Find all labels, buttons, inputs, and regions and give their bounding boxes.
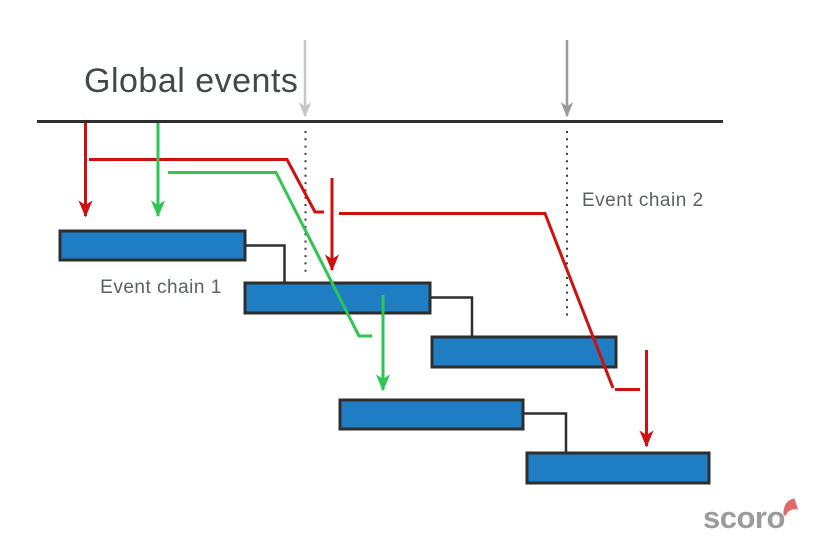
red-event-chain-path xyxy=(89,158,640,391)
task-bar-1 xyxy=(58,229,247,262)
page-title: Global events xyxy=(84,62,299,100)
task-bar-2 xyxy=(243,281,432,315)
task-connector-1 xyxy=(245,244,286,283)
event-chain-1-label: Event chain 1 xyxy=(100,277,222,298)
event-chain-2-label: Event chain 2 xyxy=(582,190,704,211)
task-bar-5 xyxy=(525,451,711,485)
task-connector-2 xyxy=(430,296,474,337)
scoro-swoosh-icon xyxy=(783,498,798,516)
task-bar-4 xyxy=(338,398,525,431)
task-connector-3 xyxy=(523,412,568,453)
green-event-chain-path xyxy=(168,171,372,338)
task-bar-3 xyxy=(430,335,618,369)
scoro-logo-text: scoro xyxy=(703,500,785,535)
